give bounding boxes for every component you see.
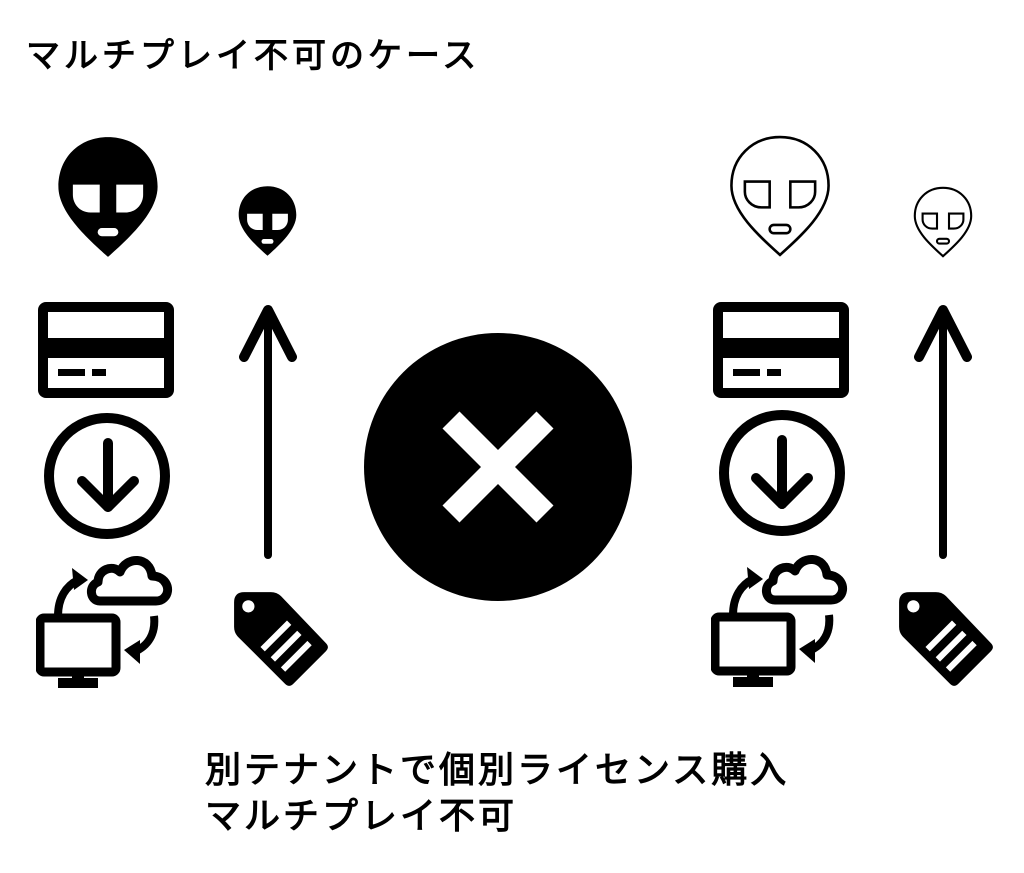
arrow-up-icon	[914, 305, 972, 559]
alien-outline-small-icon	[913, 186, 973, 258]
credit-card-icon	[713, 302, 849, 398]
alien-filled-small-icon	[238, 186, 297, 256]
caption: 別テナントで個別ライセンス購入 マルチプレイ不可	[205, 748, 789, 840]
credit-card-icon	[38, 302, 174, 398]
caption-line-1: 別テナントで個別ライセンス購入	[205, 750, 790, 791]
alien-outline-icon	[730, 135, 830, 257]
caption-line-2: マルチプレイ不可	[205, 796, 518, 837]
download-circle-icon	[719, 410, 845, 536]
download-circle-icon	[44, 413, 170, 539]
page-title: マルチプレイ不可のケース	[26, 36, 481, 76]
price-tag-icon	[234, 592, 328, 686]
arrow-up-icon	[239, 305, 297, 559]
cloud-sync-monitor-icon	[711, 555, 847, 687]
alien-filled-icon	[58, 137, 158, 257]
cloud-sync-monitor-icon	[36, 556, 172, 688]
x-circle-icon	[364, 333, 632, 601]
price-tag-icon	[899, 592, 993, 686]
